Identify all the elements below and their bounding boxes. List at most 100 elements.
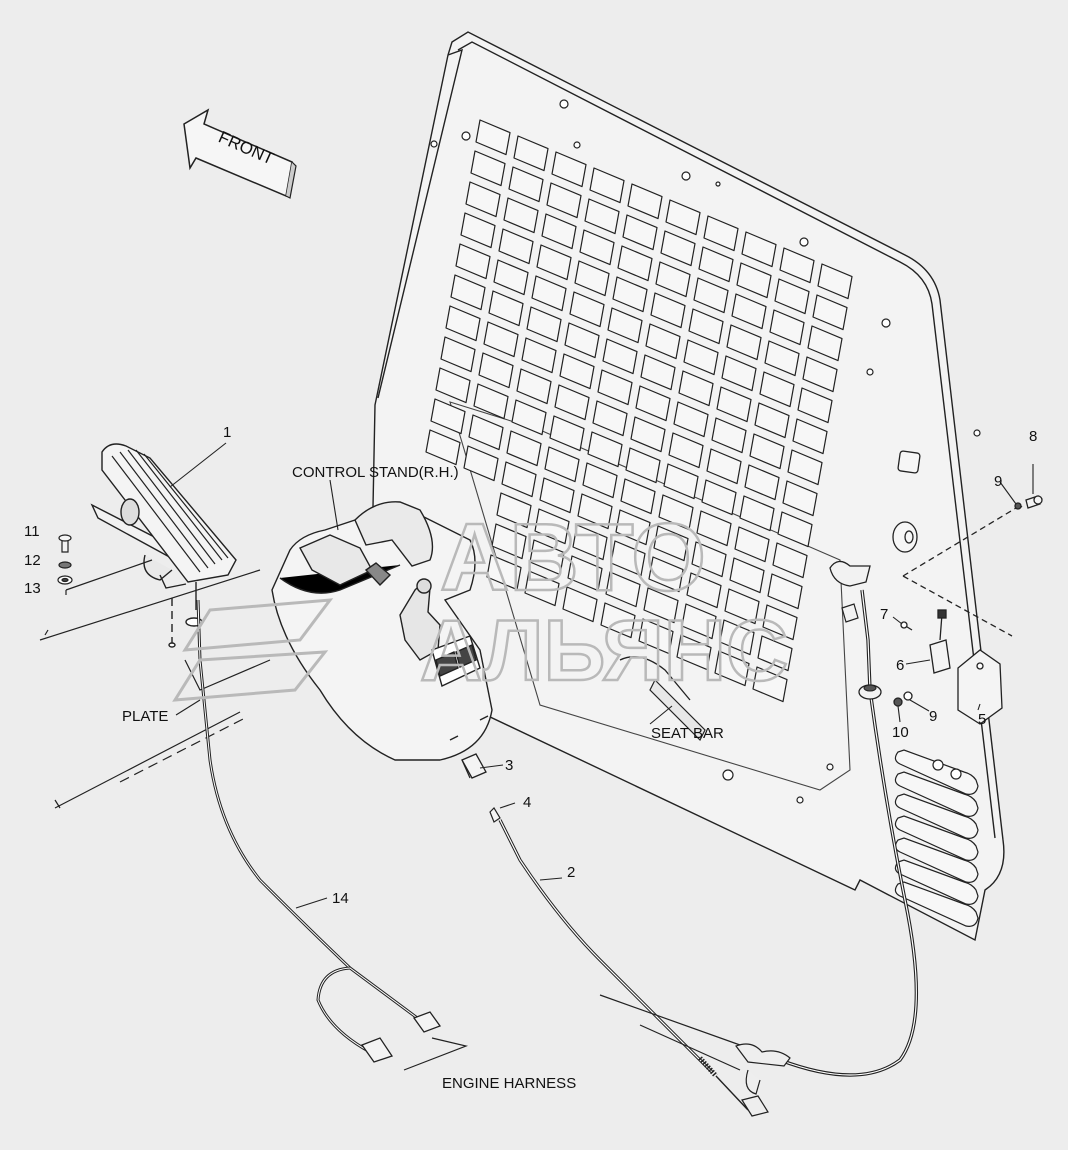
panel-cutout bbox=[792, 418, 828, 455]
panel-cutout bbox=[524, 570, 560, 607]
panel-cutout bbox=[782, 480, 818, 517]
panel-cutout bbox=[754, 402, 790, 439]
seat-bar-link bbox=[619, 656, 691, 701]
panel-cutout bbox=[549, 415, 585, 452]
panel-cutout bbox=[779, 247, 815, 284]
panel-cutout bbox=[468, 414, 504, 451]
wiring-harness bbox=[196, 599, 469, 1071]
panel-cutout bbox=[726, 324, 762, 361]
panel-cutout bbox=[587, 431, 623, 468]
vent-slot bbox=[894, 815, 979, 861]
panel-cutout bbox=[696, 510, 732, 547]
panel-vent-slots bbox=[894, 749, 979, 927]
panel-cutout bbox=[536, 244, 572, 281]
panel-cutout bbox=[703, 215, 739, 252]
front-direction-arrow: FRONT bbox=[183, 108, 297, 199]
panel-cutout bbox=[574, 260, 610, 297]
panel-cutout bbox=[673, 401, 709, 438]
callout-12: 12 bbox=[24, 552, 41, 569]
panel-cutout bbox=[440, 336, 476, 373]
panel-cutout bbox=[506, 430, 542, 467]
vent-slot bbox=[894, 771, 979, 817]
panel-cutout bbox=[668, 432, 704, 469]
panel-cutout bbox=[698, 246, 734, 283]
panel-cutout bbox=[544, 446, 580, 483]
panel-cutout bbox=[554, 384, 590, 421]
panel-cutout bbox=[676, 634, 712, 671]
panel-cutout bbox=[496, 492, 532, 529]
panel-cutout bbox=[681, 603, 717, 640]
svg-text:АВТО: АВТО bbox=[440, 504, 706, 611]
panel-cutout bbox=[463, 445, 499, 482]
panel-cutout bbox=[764, 340, 800, 377]
panel-cutout bbox=[498, 228, 534, 265]
panel-cutout bbox=[729, 557, 765, 594]
watermark-logo bbox=[172, 598, 334, 702]
callout-9a: 9 bbox=[994, 473, 1002, 490]
panel-cutout bbox=[470, 150, 506, 187]
callout-11: 11 bbox=[24, 523, 40, 540]
panel-cutout bbox=[562, 586, 598, 623]
panel-cutout bbox=[665, 199, 701, 236]
panel-cutout bbox=[625, 447, 661, 484]
callout-2: 2 bbox=[567, 864, 575, 881]
throttle-cable bbox=[461, 753, 769, 1117]
panel-cutout bbox=[478, 352, 514, 389]
panel-cutout bbox=[493, 259, 529, 296]
panel-cutout bbox=[521, 337, 557, 374]
panel-cutout bbox=[435, 367, 471, 404]
panel-cutout bbox=[744, 464, 780, 501]
panel-cutout bbox=[600, 602, 636, 639]
panel-cutout bbox=[660, 230, 696, 267]
panel-cutout bbox=[592, 400, 628, 437]
panel-cutout bbox=[627, 183, 663, 220]
panel-cutout bbox=[757, 635, 793, 672]
panel-cutout bbox=[559, 353, 595, 390]
panel-cutout bbox=[539, 477, 575, 514]
panel-cutout bbox=[752, 666, 788, 703]
callout-4: 4 bbox=[523, 794, 531, 811]
panel-cutout bbox=[513, 135, 549, 172]
panel-cutout bbox=[622, 214, 658, 251]
panel-cutout bbox=[531, 275, 567, 312]
panel-cutout bbox=[582, 462, 618, 499]
panel-cutout bbox=[643, 587, 679, 624]
panel-cutout bbox=[605, 571, 641, 608]
panel-cutout bbox=[734, 526, 770, 563]
panel-cutout bbox=[511, 399, 547, 436]
panel-cutout bbox=[430, 398, 466, 435]
panel-cutout bbox=[807, 325, 843, 362]
panel-cutout bbox=[711, 417, 747, 454]
vent-slot bbox=[894, 793, 979, 839]
panel-cutout bbox=[445, 305, 481, 342]
panel-cutout bbox=[645, 323, 681, 360]
panel-cutout bbox=[655, 261, 691, 298]
panel-cutout bbox=[569, 291, 605, 328]
seat-bar bbox=[649, 678, 706, 742]
panel-cutout bbox=[759, 371, 795, 408]
panel-cutout bbox=[486, 554, 522, 591]
panel-cutout bbox=[473, 383, 509, 420]
panel-cutout bbox=[772, 542, 808, 579]
callout-13: 13 bbox=[24, 580, 41, 597]
panel-cutout bbox=[767, 573, 803, 610]
panel-cutout bbox=[564, 322, 600, 359]
panel-cutout bbox=[653, 525, 689, 562]
panel-cutout bbox=[777, 511, 813, 548]
panel-cutout bbox=[501, 461, 537, 498]
panel-cutout bbox=[460, 212, 496, 249]
panel-cutout bbox=[691, 541, 727, 578]
panel-cutout bbox=[731, 293, 767, 330]
vent-slot bbox=[894, 749, 979, 795]
callout-10: 10 bbox=[892, 724, 909, 741]
panel-bolts bbox=[430, 99, 981, 804]
panel-square-block bbox=[897, 450, 921, 474]
panel-cutout bbox=[483, 321, 519, 358]
panel-cutout bbox=[612, 276, 648, 313]
panel-cutout bbox=[615, 509, 651, 546]
panel-cutout bbox=[572, 524, 608, 561]
seat-bar-cable bbox=[735, 560, 919, 1095]
panel-cutout bbox=[817, 263, 853, 300]
panel-cutout bbox=[714, 650, 750, 687]
